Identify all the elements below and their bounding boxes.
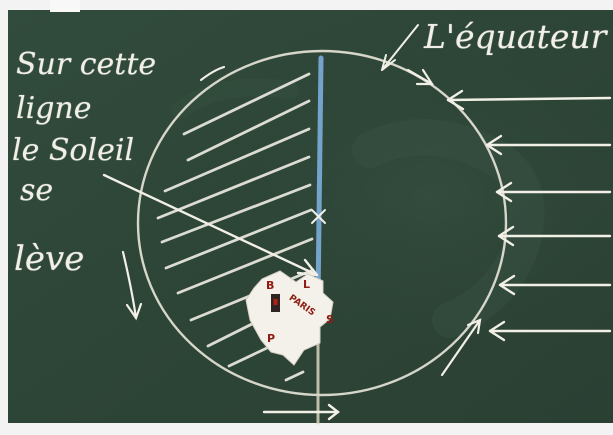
note-line-4: se [20,176,53,206]
map-marker-red-icon [274,299,278,305]
top-tab [50,0,80,12]
map-label-s: S [326,314,334,325]
map-label-l: L [303,279,310,290]
equator-label: L'équateur [424,20,606,53]
map-label-b: B [266,280,274,291]
blue-meridian-line [318,58,321,300]
note-line-1: Sur cette [16,50,156,80]
note-line-5: lève [14,242,84,276]
note-line-2: ligne [16,94,91,124]
note-line-3: le Soleil [12,136,134,166]
map-label-p: P [267,333,275,344]
